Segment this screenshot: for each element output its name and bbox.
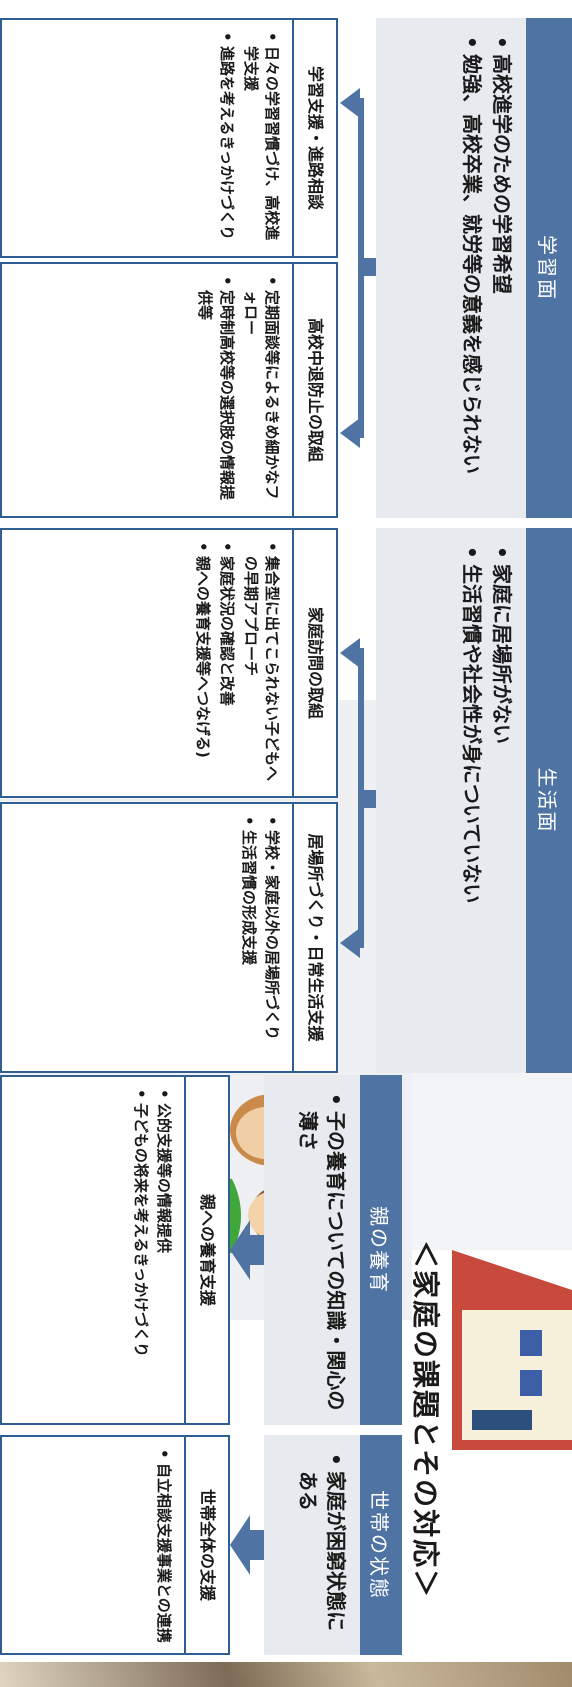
life-box-1-item-2: 家庭状況の確認と改善 (215, 540, 237, 786)
life-box-1-title: 家庭訪問の取組 (292, 530, 336, 796)
life-box-2-title: 居場所づくり・日常生活支援 (292, 804, 336, 1071)
learning-box-2-item-2: 定時制高校等の選択肢の情報提供等 (193, 274, 237, 506)
learning-box-dropout-prevention: 高校中退防止の取組 定期面談等によるきめ細かなフォロー 定時制高校等の選択肢の情… (0, 262, 338, 518)
household-header-label: 世帯の状態 (367, 1490, 392, 1600)
life-header: 生活面 (526, 528, 572, 1073)
house-door-icon (472, 1410, 532, 1430)
learning-issue-1: 高校進学のための学習希望 (488, 32, 516, 504)
household-header: 世帯の状態 (360, 1435, 402, 1655)
parent-support-box: 親への養育支援 公的支援等の情報提供 子どもの将来を考えるきっかけづくり (0, 1075, 230, 1425)
learning-box-2-item-1: 定期面談等によるきめ細かなフォロー (239, 274, 283, 506)
parent-box-title: 親への養育支援 (184, 1077, 228, 1423)
parent-box-item-2: 子どもの将来を考えるきっかけづくり (129, 1087, 151, 1413)
house-window-icon (520, 1330, 542, 1356)
learning-box-study-support: 学習支援・進路相談 日々の学習習慣づけ、高校進学支援 進路を考えるきっかけづくり (0, 18, 338, 258)
life-issue-2: 生活習慣や社会性が身についていない (458, 542, 486, 1059)
learning-header: 学習面 (526, 18, 572, 518)
life-box-place-making: 居場所づくり・日常生活支援 学校・家庭以外の居場所づくり 生活習慣の形成支援 (0, 802, 338, 1073)
parent-issues: 子の養育についての知識・関心の薄さ (264, 1075, 360, 1425)
main-title: ＜家庭の課題とその対応＞ (409, 1240, 442, 1600)
life-box-2-item-2: 生活習慣の形成支援 (237, 814, 259, 1061)
learning-box-1-item-2: 進路を考えるきっかけづくり (215, 30, 237, 246)
life-box-2-item-1: 学校・家庭以外の居場所づくり (261, 814, 283, 1061)
life-box-home-visit: 家庭訪問の取組 集合型に出てこられない子どもへの早期アプローチ 家庭状況の確認と… (0, 528, 338, 798)
household-issues: 家庭が困窮状態にある (264, 1435, 360, 1655)
learning-box-1-title: 学習支援・進路相談 (292, 20, 336, 256)
learning-arrows (340, 88, 376, 448)
parent-issue-1: 子の養育についての知識・関心の薄さ (294, 1089, 350, 1411)
household-issue-1: 家庭が困窮状態にある (294, 1449, 350, 1641)
photo-right-edge (0, 1662, 572, 1687)
learning-issue-2: 勉強、高校卒業、就労等の意義を感じられない (458, 32, 486, 504)
life-header-label: 生活面 (535, 767, 560, 834)
life-issue-1: 家庭に居場所がない (488, 542, 516, 1059)
parent-box-item-1: 公的支援等の情報提供 (153, 1087, 175, 1413)
house-illustration (452, 1250, 572, 1450)
learning-issues: 高校進学のための学習希望 勉強、高校卒業、就労等の意義を感じられない (376, 18, 526, 518)
parent-header: 親の養育 (360, 1075, 402, 1425)
learning-box-2-title: 高校中退防止の取組 (292, 264, 336, 516)
household-support-box: 世帯全体の支援 自立相談支援事業との連携 (0, 1435, 230, 1655)
learning-box-1-item-1: 日々の学習習慣づけ、高校進学支援 (239, 30, 283, 246)
life-box-1-item-1: 集合型に出てこられない子どもへの早期アプローチ (239, 540, 283, 786)
household-box-item-1: 自立相談支援事業との連携 (153, 1447, 175, 1643)
house-wall-icon (462, 1310, 572, 1440)
life-issues: 家庭に居場所がない 生活習慣や社会性が身についていない (376, 528, 526, 1073)
parent-arrow (230, 1220, 264, 1280)
life-box-1-item-3: 親への養育支援等へつなげる) (191, 540, 213, 786)
life-arrows (340, 638, 376, 958)
household-box-title: 世帯全体の支援 (184, 1437, 228, 1653)
household-arrow (230, 1515, 264, 1575)
learning-header-label: 学習面 (535, 235, 560, 301)
parent-header-label: 親の養育 (367, 1206, 392, 1294)
house-window-icon (520, 1370, 542, 1396)
